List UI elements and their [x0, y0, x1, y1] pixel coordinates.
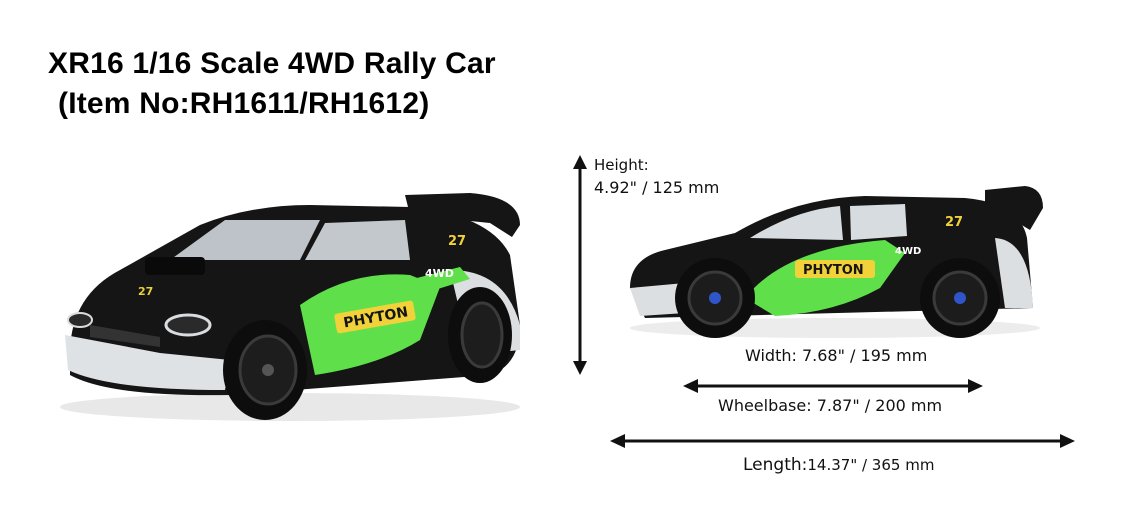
width-label: Width: 7.68" / 195 mm — [745, 346, 928, 365]
car-side-view-image: PHYTON 4WD 27 — [630, 186, 1043, 338]
length-label-prefix: Length: — [743, 455, 808, 475]
drive-badge-text: 4WD — [425, 267, 454, 280]
height-arrow — [573, 155, 587, 375]
car-front-three-quarter-image: 27 PHYTON 4WD 27 — [60, 193, 520, 421]
title-line-1: XR16 1/16 Scale 4WD Rally Car — [48, 47, 496, 80]
side-drive-badge-text: 4WD — [895, 246, 921, 257]
length-label: Length:14.37" / 365 mm — [743, 455, 934, 475]
side-rear-wheel — [920, 258, 1000, 338]
wheelbase-arrow — [683, 379, 983, 393]
side-number-text: 27 — [945, 215, 963, 230]
side-livery-brand-text: PHYTON — [803, 263, 864, 278]
length-label-value: 14.37" / 365 mm — [807, 456, 935, 474]
front-wheel — [223, 320, 307, 420]
height-label: Height: — [594, 156, 649, 174]
title-line-2: (Item No:RH1611/RH1612) — [58, 87, 430, 120]
door-number-text: 27 — [448, 234, 466, 249]
side-front-wheel — [675, 258, 755, 338]
height-value: 4.92" / 125 mm — [594, 178, 720, 197]
hood-number-text: 27 — [138, 285, 153, 298]
length-arrow — [610, 434, 1075, 448]
rear-wheel — [448, 287, 512, 383]
product-title: XR16 1/16 Scale 4WD Rally Car (Item No:R… — [48, 44, 496, 124]
wheelbase-label: Wheelbase: 7.87" / 200 mm — [718, 396, 943, 415]
